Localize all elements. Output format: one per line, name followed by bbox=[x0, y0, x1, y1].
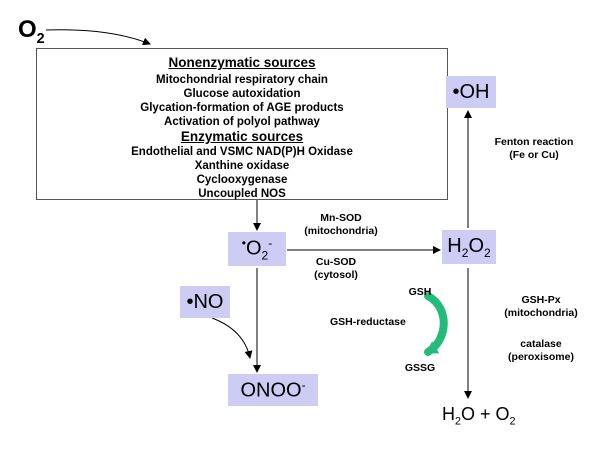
gssg-label: GSSG bbox=[404, 362, 436, 374]
cu-sod-label: Cu-SOD(cytosol) bbox=[314, 256, 358, 281]
ros-sources-box: Nonenzymatic sources Mitochondrial respi… bbox=[36, 48, 448, 200]
oxygen-source-label: O2 bbox=[18, 16, 45, 47]
fenton-reaction-label: Fenton reaction(Fe or Cu) bbox=[494, 136, 574, 161]
catalase-label: catalase(peroxisome) bbox=[508, 338, 574, 363]
source-item: Endothelial and VSMC NAD(P)H Oxidase bbox=[131, 146, 353, 158]
enzymatic-header: Enzymatic sources bbox=[180, 129, 304, 144]
hydroxyl-radical-node: •OH bbox=[446, 76, 496, 108]
gsh-reductase-label: GSH-reductase bbox=[330, 316, 406, 328]
arrow-o2-to-sources bbox=[45, 29, 151, 46]
arrow-no-to-peroxynitrite bbox=[211, 317, 253, 359]
gsh-px-label: GSH-Px(mitochondria) bbox=[504, 294, 578, 319]
water-oxygen-product: H2O + O2 bbox=[442, 404, 516, 428]
hydrogen-peroxide-node: H2O2 bbox=[442, 230, 496, 264]
gsh-label: GSH bbox=[408, 286, 432, 298]
source-item: Glycation-formation of AGE products bbox=[140, 102, 344, 114]
gsh-gssg-cycle-arrow bbox=[424, 292, 448, 356]
peroxynitrite-node: ONOO- bbox=[228, 374, 318, 406]
nitric-oxide-node: •NO bbox=[180, 286, 230, 318]
source-item: Cyclooxygenase bbox=[196, 174, 288, 186]
superoxide-node: •O2- bbox=[228, 232, 286, 266]
nonenzymatic-header: Nonenzymatic sources bbox=[168, 55, 316, 70]
source-item: Mitochondrial respiratory chain bbox=[156, 74, 328, 86]
source-item: Uncoupled NOS bbox=[198, 188, 286, 200]
source-item: Glucose autoxidation bbox=[183, 88, 301, 100]
source-item: Activation of polyol pathway bbox=[164, 116, 320, 128]
mn-sod-label: Mn-SOD(mitochondria) bbox=[304, 212, 378, 237]
source-item: Xanthine oxidase bbox=[194, 160, 290, 172]
